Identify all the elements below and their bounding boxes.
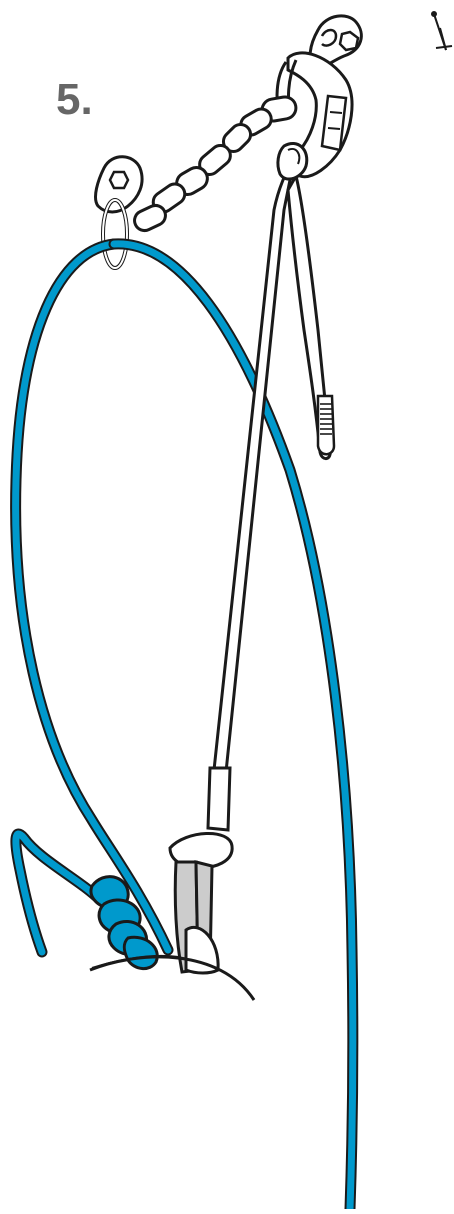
lanyard-icon (208, 143, 334, 830)
rope-icon (16, 244, 353, 1209)
corner-mark-icon (432, 12, 452, 50)
figure-eight-knot-icon (91, 877, 157, 969)
step-number: 5. (56, 78, 93, 122)
